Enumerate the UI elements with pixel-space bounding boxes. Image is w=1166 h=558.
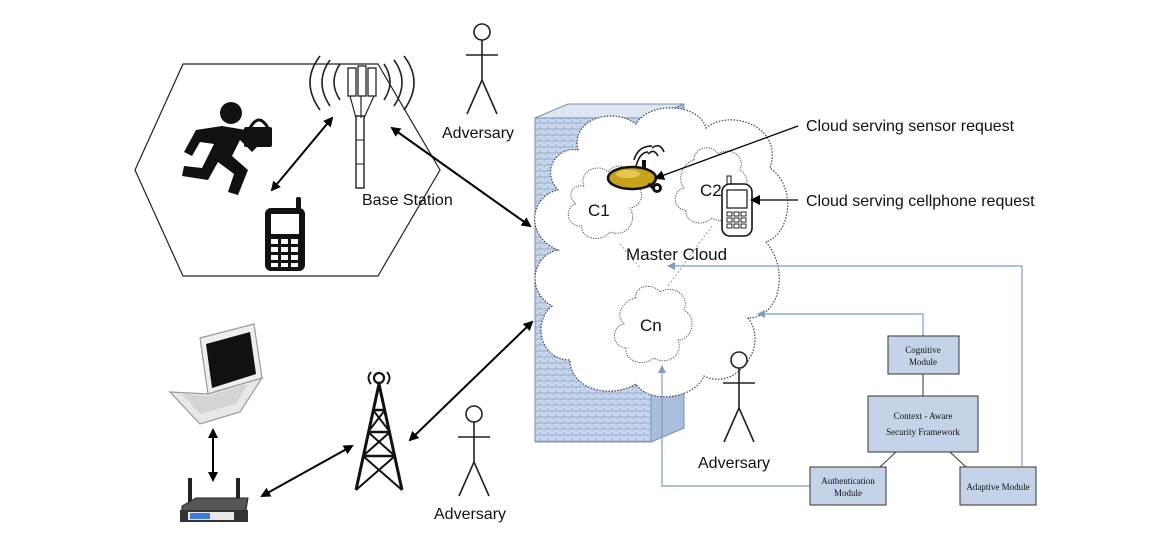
sensor-request-label: Cloud serving sensor request bbox=[806, 118, 1015, 135]
security-framework-box bbox=[867, 395, 979, 453]
cognitive-module-label: Module bbox=[909, 357, 937, 367]
runner-icon bbox=[182, 102, 258, 195]
base-station-cloud-link bbox=[390, 126, 532, 228]
c1-cn-connector bbox=[619, 243, 641, 269]
radio-tower-icon bbox=[354, 371, 404, 491]
authentication-module-label: Authentication bbox=[821, 476, 875, 486]
cellphone-icon bbox=[265, 197, 305, 271]
router-icon bbox=[180, 478, 249, 522]
stick-figure-icon bbox=[458, 405, 490, 497]
adversary-top-label: Adversary bbox=[442, 125, 514, 142]
cognitive-module-box bbox=[887, 335, 960, 375]
c1-label: C1 bbox=[588, 201, 610, 220]
stick-figure-icon bbox=[466, 23, 498, 115]
router-tower-link bbox=[260, 445, 354, 497]
cellphone-icon bbox=[721, 175, 753, 237]
tower-cloud-link bbox=[408, 320, 534, 442]
adaptive-module-label: Adaptive Module bbox=[966, 482, 1029, 492]
cell-area-hexagon bbox=[134, 63, 441, 277]
laptop-icon bbox=[168, 323, 264, 425]
adversary-bottom-label: Adversary bbox=[434, 506, 506, 523]
security-framework-label: Context - Aware bbox=[894, 411, 953, 421]
authentication-module-box bbox=[809, 466, 887, 506]
sensor-request-callout bbox=[654, 125, 799, 180]
phone-tower-link bbox=[270, 116, 334, 192]
master-cloud-label: Master Cloud bbox=[626, 245, 727, 264]
sensor-camera-icon bbox=[606, 144, 665, 193]
c2-label: C2 bbox=[700, 181, 722, 200]
cognitive-module-label: Cognitive bbox=[905, 345, 941, 355]
bag-icon bbox=[244, 118, 272, 147]
cn-label: Cn bbox=[640, 316, 662, 335]
adversary-right-label: Adversary bbox=[698, 455, 770, 472]
base-station-label: Base Station bbox=[362, 192, 453, 209]
c2-cn-connector bbox=[667, 225, 713, 287]
framework-feedback-lines bbox=[658, 262, 1023, 487]
cell-tower-icon bbox=[309, 55, 415, 189]
cloud-cn bbox=[614, 285, 693, 363]
stick-figure-icon bbox=[723, 351, 755, 443]
adaptive-module-box bbox=[959, 466, 1037, 506]
cellphone-request-label: Cloud serving cellphone request bbox=[806, 193, 1035, 210]
framework-tree-lines bbox=[879, 374, 967, 468]
authentication-module-label: Module bbox=[834, 488, 862, 498]
security-framework-label: Security Framework bbox=[886, 427, 960, 437]
